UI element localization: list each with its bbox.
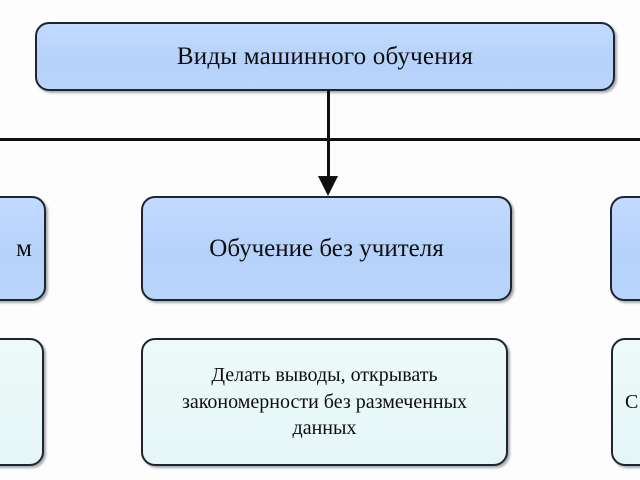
category-node-left-clipped[interactable]: м bbox=[0, 196, 46, 301]
trunk-connector-line bbox=[327, 90, 330, 140]
description-node-unsupervised-learning[interactable]: Делать выводы, открывать закономерности … bbox=[141, 338, 508, 466]
category-node-left-label: м bbox=[16, 234, 32, 262]
distribution-bus-line bbox=[0, 138, 640, 141]
description-node-center-label: Делать выводы, открывать закономерности … bbox=[181, 364, 468, 440]
arrow-down-icon bbox=[318, 176, 338, 196]
root-node-label: Виды машинного обучения bbox=[176, 42, 474, 70]
category-node-unsupervised-learning[interactable]: Обучение без учителя bbox=[141, 196, 512, 301]
category-node-center-label: Обучение без учителя bbox=[209, 234, 444, 262]
description-node-right-clipped[interactable]: С bbox=[611, 338, 640, 466]
description-node-left-clipped[interactable] bbox=[0, 338, 44, 466]
description-node-right-label: С bbox=[625, 390, 639, 413]
root-node-machine-learning-types[interactable]: Виды машинного обучения bbox=[35, 22, 615, 91]
drop-connector-line bbox=[327, 140, 330, 185]
category-node-right-clipped[interactable] bbox=[610, 196, 640, 301]
